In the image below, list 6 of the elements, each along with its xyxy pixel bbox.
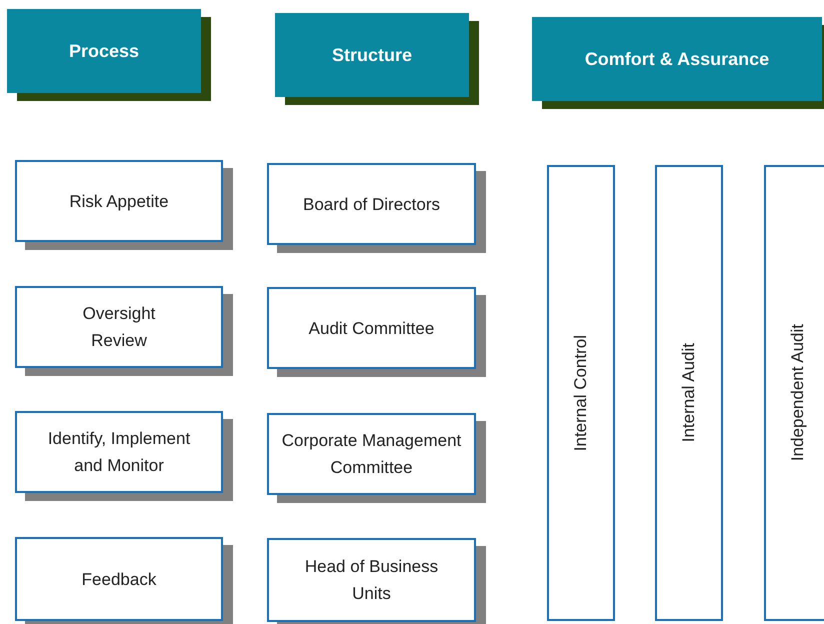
vertical-bar: Internal Control — [547, 165, 615, 621]
header-box: Comfort & Assurance — [532, 17, 822, 101]
header-box: Process — [7, 9, 201, 93]
vertical-bar: Independent Audit — [764, 165, 824, 621]
vertical-bar: Internal Audit — [655, 165, 723, 621]
header-box: Structure — [275, 13, 469, 97]
